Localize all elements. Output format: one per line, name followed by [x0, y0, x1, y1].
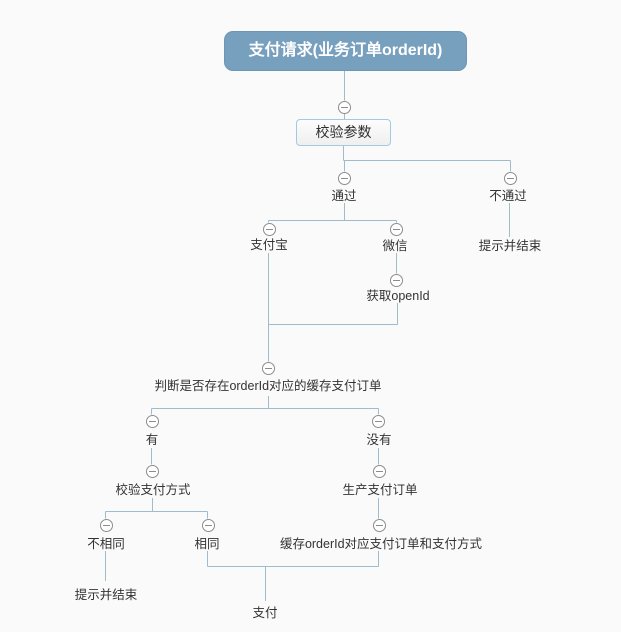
collapse-icon[interactable] — [389, 273, 403, 287]
node-same[interactable]: 相同 — [194, 537, 220, 551]
node-alipay[interactable]: 支付宝 — [250, 238, 288, 252]
node-pass[interactable]: 通过 — [331, 189, 357, 203]
node-payment-request[interactable]: 支付请求(业务订单orderId) — [224, 31, 467, 71]
node-check-cached-order[interactable]: 判断是否存在orderId对应的缓存支付订单 — [154, 379, 382, 393]
node-verify-pay-method[interactable]: 校验支付方式 — [115, 483, 191, 497]
node-get-openid[interactable]: 获取openId — [366, 289, 430, 303]
collapse-icon[interactable] — [337, 100, 351, 114]
collapse-icon[interactable] — [261, 361, 275, 375]
node-create-pay-order[interactable]: 生产支付订单 — [342, 483, 418, 497]
collapse-icon[interactable] — [337, 171, 351, 185]
node-fail-end[interactable]: 提示并结束 — [478, 239, 542, 253]
collapse-icon[interactable] — [371, 414, 385, 428]
node-no-cache[interactable]: 没有 — [366, 433, 392, 447]
node-fail[interactable]: 不通过 — [489, 189, 527, 203]
collapse-icon[interactable] — [145, 414, 159, 428]
collapse-icon[interactable] — [372, 464, 386, 478]
node-not-same-end[interactable]: 提示并结束 — [74, 588, 138, 602]
node-validate-params[interactable]: 校验参数 — [296, 119, 391, 146]
node-wechat[interactable]: 微信 — [382, 239, 408, 253]
node-cache-pay-order[interactable]: 缓存orderId对应支付订单和支付方式 — [279, 537, 483, 551]
node-pay[interactable]: 支付 — [252, 606, 278, 620]
collapse-icon[interactable] — [201, 518, 215, 532]
collapse-icon[interactable] — [372, 518, 386, 532]
collapse-icon[interactable] — [145, 464, 159, 478]
collapse-icon[interactable] — [503, 171, 517, 185]
collapse-icon[interactable] — [262, 222, 276, 236]
node-not-same[interactable]: 不相同 — [87, 537, 125, 551]
node-has-cache[interactable]: 有 — [145, 433, 159, 447]
collapse-icon[interactable] — [389, 222, 403, 236]
collapse-icon[interactable] — [99, 518, 113, 532]
